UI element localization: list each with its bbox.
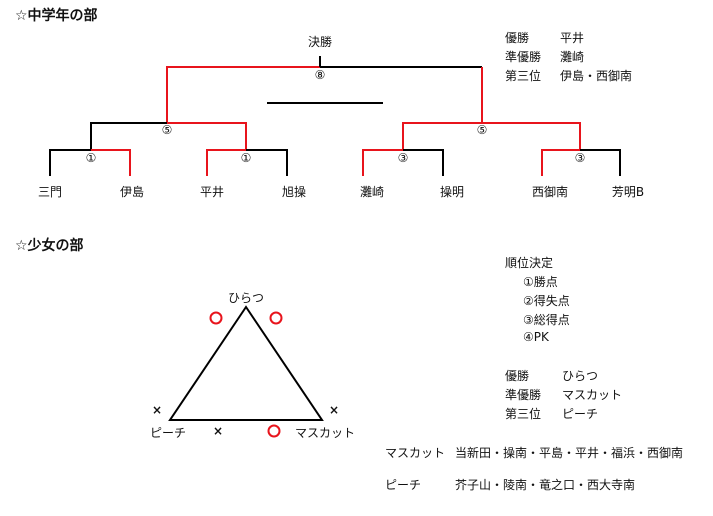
r1-d-left <box>541 149 580 176</box>
r1-a-right <box>91 149 131 176</box>
girls-result-value-2: マスカット <box>562 388 623 402</box>
team-7: 西御南 <box>531 185 569 199</box>
team-8: 芳明B <box>611 185 645 199</box>
r1-score-1: ① <box>85 151 97 165</box>
team-left: ピーチ <box>149 426 187 440</box>
ms-result-label-1: 優勝 <box>505 31 530 45</box>
girls-result-label-2: 準優勝 <box>505 388 542 402</box>
member-team-2: ピーチ <box>385 478 422 492</box>
member-list-2: 芥子山・陵南・竜之口・西大寺南 <box>455 478 636 492</box>
team-5: 灘崎 <box>359 185 385 199</box>
team-6: 操明 <box>439 185 465 199</box>
win-mark-bottom-right <box>267 424 281 438</box>
final-score: ⑧ <box>314 68 326 82</box>
r1-b-right <box>246 149 288 176</box>
ms-result-label-3: 第三位 <box>505 69 542 83</box>
member-list-1: 当新田・操南・平島・平井・福浜・西御南 <box>455 446 684 460</box>
loss-mark-right: × <box>328 403 340 417</box>
team-1: 三門 <box>37 185 63 199</box>
semi-right-right <box>482 122 581 150</box>
loss-mark-bottom: × <box>212 424 224 438</box>
girls-result-value-3: ピーチ <box>562 407 599 421</box>
win-mark-top-left <box>209 311 223 325</box>
ms-result-value-1: 平井 <box>560 31 585 45</box>
r1-b-left <box>206 149 246 176</box>
girls-result-value-1: ひらつ <box>562 369 599 383</box>
win-mark-top-right <box>269 311 283 325</box>
team-top: ひらつ <box>227 291 265 305</box>
league-triangle <box>168 305 324 421</box>
semi-left-right <box>167 122 247 150</box>
ms-result-label-2: 準優勝 <box>505 50 542 64</box>
middle-school-title: ☆中学年の部 <box>15 8 98 24</box>
r1-d-right <box>580 149 621 176</box>
girls-title: ☆少女の部 <box>15 238 84 254</box>
ranking-rule-3: ③総得点 <box>523 313 570 327</box>
r1-c-right <box>403 149 444 176</box>
ms-result-value-3: 伊島・西御南 <box>560 69 633 83</box>
team-3: 平井 <box>199 185 225 199</box>
ms-result-value-2: 灘崎 <box>560 50 585 64</box>
r1-score-4: ③ <box>574 151 586 165</box>
final-label: 決勝 <box>307 35 333 49</box>
girls-result-label-3: 第三位 <box>505 407 542 421</box>
semi-left-left <box>90 122 167 150</box>
r1-score-2: ① <box>240 151 252 165</box>
loss-mark-left: × <box>151 403 163 417</box>
team-right: マスカット <box>294 426 356 440</box>
r1-a-left <box>49 149 91 176</box>
team-4: 旭操 <box>281 185 307 199</box>
member-team-1: マスカット <box>385 446 446 460</box>
ranking-title: 順位決定 <box>505 256 554 270</box>
semi-score-right: ⑤ <box>476 123 488 137</box>
semi-score-left: ⑤ <box>161 123 173 137</box>
final-line-left <box>166 66 320 123</box>
girls-result-label-1: 優勝 <box>505 369 530 383</box>
r1-c-left <box>362 149 403 176</box>
ranking-rule-2: ②得失点 <box>523 294 570 308</box>
r1-score-3: ③ <box>397 151 409 165</box>
ranking-rule-1: ①勝点 <box>523 275 558 289</box>
semi-right-left <box>402 122 482 150</box>
team-2: 伊島 <box>119 185 145 199</box>
ranking-rule-4: ④PK <box>523 330 549 344</box>
